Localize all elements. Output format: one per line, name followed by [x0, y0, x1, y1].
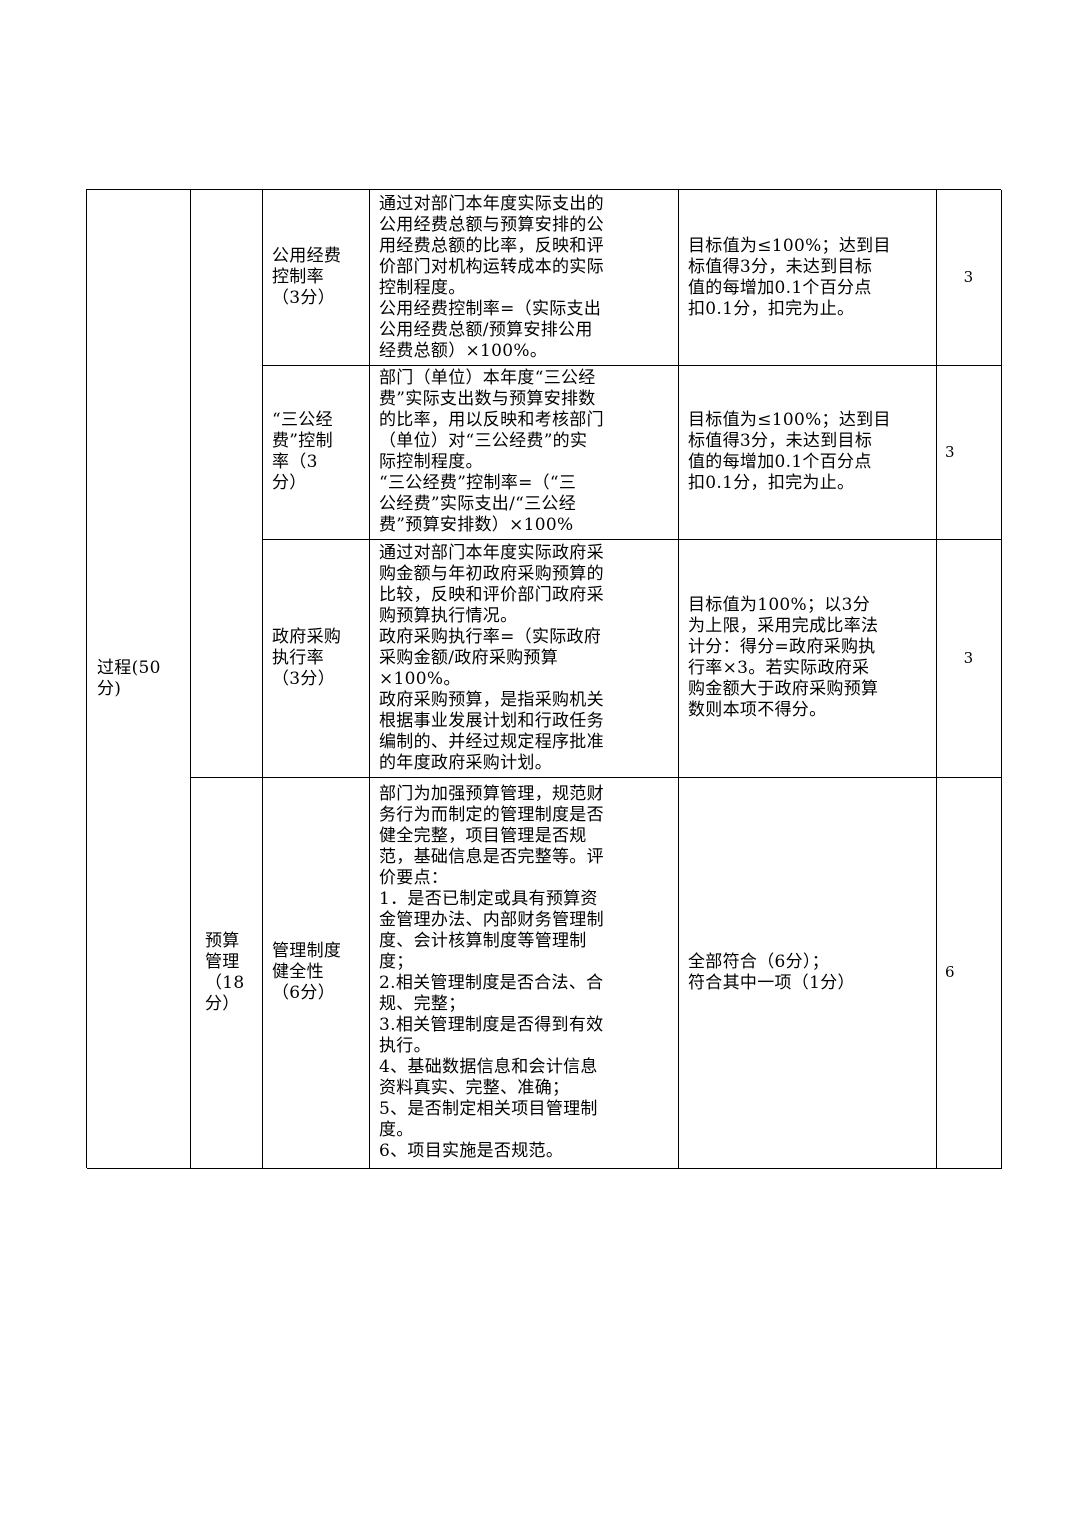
indicator-cell: 公用经费 控制率 （3分）	[262, 190, 370, 366]
score-value: 3	[945, 442, 955, 461]
standard-cell: 目标值为≤100%；达到目 标值得3分，未达到目标 值的每增加0.1个百分点 扣…	[678, 190, 937, 366]
standard-cell: 目标值为100%；以3分 为上限，采用完成比率法 计分：得分=政府采购执 行率×…	[678, 539, 937, 778]
standard-cell: 目标值为≤100%；达到目 标值得3分，未达到目标 值的每增加0.1个百分点 扣…	[678, 365, 937, 540]
score-cell: 3	[936, 190, 1002, 366]
score-value: 3	[963, 648, 974, 667]
standard-text: 目标值为≤100%；达到目 标值得3分，未达到目标 值的每增加0.1个百分点 扣…	[688, 410, 891, 493]
score-cell: 3	[936, 365, 1002, 540]
indicator-label: 政府采购 执行率 （3分）	[272, 626, 342, 689]
subcategory-budget-cell: 预算 管理 （18 分）	[190, 777, 263, 1169]
description-text: 通过对部门本年度实际支出的 公用经费总额与预算安排的公 用经费总额的比率，反映和…	[379, 193, 604, 361]
indicator-cell: 政府采购 执行率 （3分）	[262, 539, 370, 778]
indicator-label: 管理制度 健全性 （6分）	[272, 941, 342, 1003]
description-text: 部门为加强预算管理，规范财 务行为而制定的管理制度是否 健全完整，项目管理是否规…	[379, 783, 604, 1161]
category-label: 过程(50 分)	[97, 658, 161, 699]
description-text: 通过对部门本年度实际政府采 购金额与年初政府采购预算的 比较，反映和评价部门政府…	[379, 542, 604, 773]
indicator-label: “三公经 费”控制 率（3 分）	[272, 410, 333, 493]
indicator-label: 公用经费 控制率 （3分）	[272, 246, 342, 308]
subcategory-empty-cell	[190, 190, 263, 778]
score-value: 6	[945, 963, 955, 981]
description-cell: 通过对部门本年度实际支出的 公用经费总额与预算安排的公 用经费总额的比率，反映和…	[369, 190, 679, 366]
subcategory-budget-label: 预算 管理 （18 分）	[205, 930, 245, 1014]
description-text: 部门（单位）本年度“三公经 费”实际支出数与预算安排数 的比率，用以反映和考核部…	[379, 368, 604, 535]
score-value: 3	[963, 268, 974, 286]
description-cell: 部门（单位）本年度“三公经 费”实际支出数与预算安排数 的比率，用以反映和考核部…	[369, 365, 679, 540]
standard-text: 目标值为≤100%；达到目 标值得3分，未达到目标 值的每增加0.1个百分点 扣…	[688, 235, 891, 319]
evaluation-table: 过程(50 分) 预算 管理 （18 分） 公用经费 控制率 （3分） 通过对部…	[86, 189, 1002, 1169]
standard-cell: 全部符合（6分）； 符合其中一项（1分）	[678, 777, 937, 1169]
category-cell: 过程(50 分)	[87, 190, 191, 1169]
standard-text: 目标值为100%；以3分 为上限，采用完成比率法 计分：得分=政府采购执 行率×…	[688, 595, 879, 720]
score-cell: 3	[936, 539, 1002, 778]
score-cell: 6	[936, 777, 1002, 1169]
indicator-cell: 管理制度 健全性 （6分）	[262, 777, 370, 1169]
description-cell: 部门为加强预算管理，规范财 务行为而制定的管理制度是否 健全完整，项目管理是否规…	[369, 777, 679, 1169]
description-cell: 通过对部门本年度实际政府采 购金额与年初政府采购预算的 比较，反映和评价部门政府…	[369, 539, 679, 778]
indicator-cell: “三公经 费”控制 率（3 分）	[262, 365, 370, 540]
standard-text: 全部符合（6分）； 符合其中一项（1分）	[688, 951, 855, 993]
